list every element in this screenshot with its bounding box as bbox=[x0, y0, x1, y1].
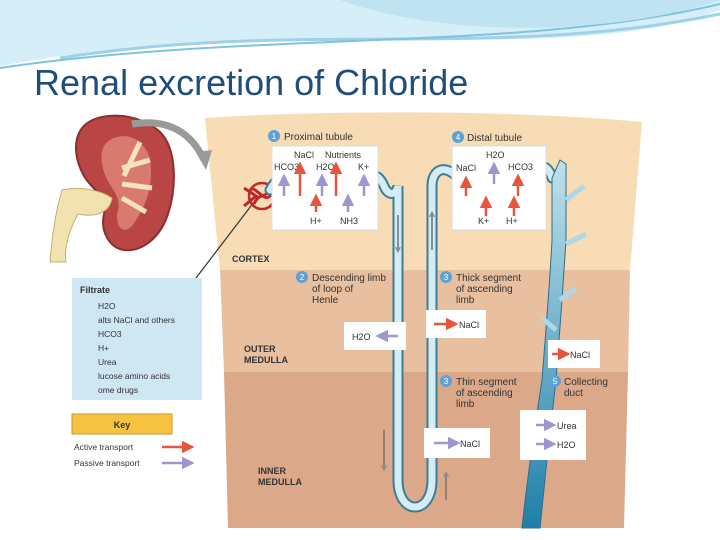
descending-line1: Descending limb bbox=[312, 273, 386, 284]
thick-nacl-label: NaCl bbox=[459, 320, 479, 330]
proximal-nutrients-label: Nutrients bbox=[325, 150, 362, 160]
key-passive-label: Passive transport bbox=[74, 458, 140, 468]
inner-medulla-label-line1: INNER bbox=[258, 466, 287, 476]
proximal-title: Proximal tubule bbox=[284, 132, 353, 143]
filtrate-item-5: lucose amino acids bbox=[98, 371, 170, 381]
outer-medulla-label-line2: MEDULLA bbox=[244, 355, 288, 365]
filtrate-panel: Filtrate H2O alts NaCl and others HCO3 H… bbox=[72, 278, 202, 400]
collecting-line1: Collecting bbox=[564, 377, 608, 388]
thin-nacl-label: NaCl bbox=[460, 439, 480, 449]
filtrate-item-6: ome drugs bbox=[98, 385, 138, 395]
distal-nacl-label: NaCl bbox=[456, 163, 476, 173]
filtrate-item-0: H2O bbox=[98, 301, 116, 311]
thick-line3: limb bbox=[456, 295, 475, 306]
key-title: Key bbox=[114, 420, 131, 430]
proximal-h2o-label: H2O bbox=[316, 162, 335, 172]
collecting-nacl-label: NaCl bbox=[570, 350, 590, 360]
filtrate-item-1: alts NaCl and others bbox=[98, 315, 175, 325]
collecting-h2o-label: H2O bbox=[557, 440, 576, 450]
key-active-label: Active transport bbox=[74, 442, 134, 452]
inner-medulla-label-line2: MEDULLA bbox=[258, 477, 302, 487]
distal-h-label: H+ bbox=[506, 216, 518, 226]
collecting-urea-h2o-box bbox=[520, 410, 586, 460]
distal-h2o-label: H2O bbox=[486, 150, 505, 160]
cortex-label: CORTEX bbox=[232, 254, 270, 264]
proximal-nh3-label: NH3 bbox=[340, 216, 358, 226]
filtrate-title: Filtrate bbox=[80, 285, 110, 295]
thin-line1: Thin segment bbox=[456, 377, 517, 388]
proximal-h-label: H+ bbox=[310, 216, 322, 226]
distal-title: Distal tubule bbox=[467, 133, 522, 144]
distal-number: 4 bbox=[456, 133, 461, 142]
proximal-number: 1 bbox=[272, 132, 277, 141]
collecting-line2: duct bbox=[564, 388, 583, 399]
descending-h2o-label: H2O bbox=[352, 332, 371, 342]
descending-number: 2 bbox=[300, 273, 305, 282]
thin-number: 3 bbox=[444, 377, 449, 386]
proximal-hco3-label: HCO3 bbox=[274, 162, 299, 172]
thin-line2: of ascending bbox=[456, 388, 513, 399]
filtrate-item-2: HCO3 bbox=[98, 329, 122, 339]
descending-line3: Henle bbox=[312, 295, 339, 306]
key-legend: Key Active transport Passive transport bbox=[72, 414, 192, 468]
thick-line1: Thick segment bbox=[456, 273, 521, 284]
descending-line2: of loop of bbox=[312, 284, 353, 295]
kidney-illustration bbox=[50, 116, 174, 262]
distal-hco3-label: HCO3 bbox=[508, 162, 533, 172]
thick-number: 3 bbox=[444, 273, 449, 282]
outer-medulla-label-line1: OUTER bbox=[244, 344, 276, 354]
collecting-number: 5 bbox=[553, 377, 558, 386]
thin-line3: limb bbox=[456, 399, 475, 410]
proximal-nacl-label: NaCl bbox=[294, 150, 314, 160]
filtrate-item-3: H+ bbox=[98, 343, 109, 353]
thick-line2: of ascending bbox=[456, 284, 513, 295]
filtrate-item-4: Urea bbox=[98, 357, 117, 367]
distal-k-label: K+ bbox=[478, 216, 489, 226]
proximal-k-label: K+ bbox=[358, 162, 369, 172]
collecting-urea-label: Urea bbox=[557, 421, 577, 431]
